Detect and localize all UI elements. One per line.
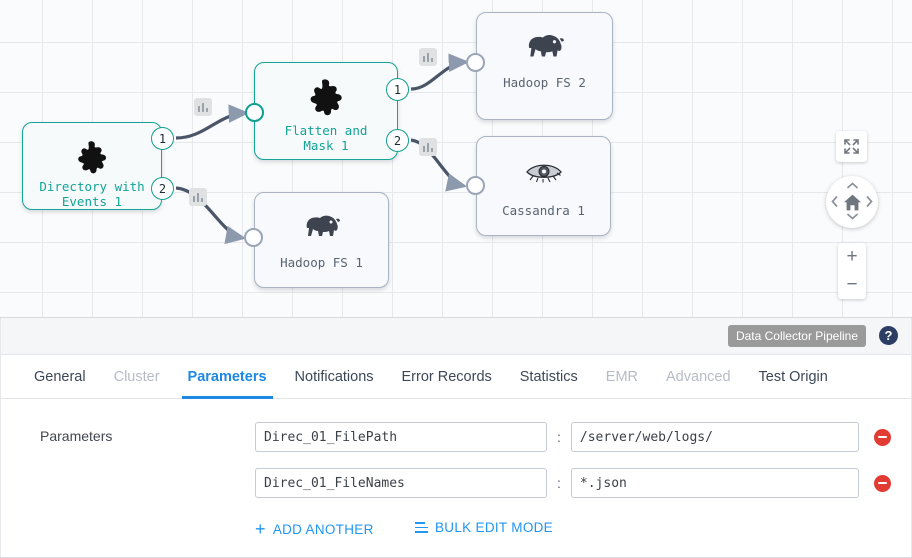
output-port-1[interactable]: 1 bbox=[151, 127, 174, 150]
help-icon[interactable]: ? bbox=[879, 326, 898, 345]
parameters-section-label: Parameters bbox=[40, 428, 113, 444]
node-label: Cassandra 1 bbox=[502, 203, 585, 218]
pipeline-toolbar-strip: Data Collector Pipeline ? bbox=[0, 318, 912, 355]
pipeline-node-directory-with-events-1[interactable]: Directory with Events 1 bbox=[22, 122, 162, 210]
key-value-separator: : bbox=[557, 429, 561, 445]
bar-chart-icon[interactable] bbox=[419, 138, 437, 156]
elephant-icon bbox=[524, 27, 566, 67]
zoom-controls[interactable]: + − bbox=[838, 243, 866, 299]
remove-parameter-button[interactable] bbox=[873, 474, 891, 492]
output-port-2[interactable]: 2 bbox=[386, 129, 409, 152]
tab-advanced: Advanced bbox=[666, 368, 731, 385]
pipeline-node-hadoop-fs-1[interactable]: Hadoop FS 1 bbox=[254, 192, 389, 288]
output-port-2[interactable]: 2 bbox=[151, 177, 174, 200]
zoom-out-button[interactable]: − bbox=[846, 274, 858, 295]
eye-icon bbox=[524, 151, 564, 191]
parameter-value-input[interactable] bbox=[570, 468, 859, 498]
tab-general[interactable]: General bbox=[34, 368, 86, 385]
tab-emr: EMR bbox=[605, 368, 639, 385]
puzzle-piece-icon bbox=[75, 137, 109, 177]
plus-icon: + bbox=[255, 519, 266, 539]
tab-notifications[interactable]: Notifications bbox=[294, 368, 374, 385]
pan-left-icon[interactable] bbox=[831, 196, 838, 210]
node-label: Flatten and Mask 1 bbox=[284, 123, 368, 153]
remove-parameter-button[interactable] bbox=[873, 428, 891, 446]
input-port[interactable] bbox=[466, 53, 485, 72]
elephant-icon bbox=[302, 207, 342, 247]
input-port[interactable] bbox=[244, 228, 263, 247]
bulk-edit-label: BULK EDIT MODE bbox=[435, 520, 553, 535]
parameter-key-input[interactable] bbox=[255, 468, 547, 498]
pipeline-node-cassandra-1[interactable]: Cassandra 1 bbox=[476, 136, 611, 236]
parameter-value-input[interactable] bbox=[570, 422, 859, 452]
input-port[interactable] bbox=[245, 103, 264, 122]
pipeline-node-flatten-and-mask-1[interactable]: Flatten and Mask 1 bbox=[254, 62, 398, 160]
zoom-in-button[interactable]: + bbox=[846, 246, 858, 267]
node-label: Hadoop FS 1 bbox=[280, 255, 363, 270]
tab-statistics[interactable]: Statistics bbox=[519, 368, 578, 385]
pipeline-node-hadoop-fs-2[interactable]: Hadoop FS 2 bbox=[476, 12, 613, 120]
parameters-form: Parameters : : + ADD ANOTHER BULK EDIT M… bbox=[0, 400, 912, 558]
pipeline-type-tooltip: Data Collector Pipeline bbox=[727, 325, 866, 347]
pan-right-icon[interactable] bbox=[866, 196, 873, 210]
bar-chart-icon[interactable] bbox=[189, 188, 207, 206]
puzzle-piece-icon bbox=[307, 77, 345, 117]
pan-down-icon[interactable] bbox=[847, 212, 858, 223]
pipeline-canvas[interactable]: Directory with Events 1 1 2 Flatten and … bbox=[0, 0, 912, 318]
node-label: Directory with Events 1 bbox=[39, 179, 145, 209]
parameter-row: : bbox=[255, 468, 891, 498]
pan-up-icon[interactable] bbox=[847, 181, 858, 192]
connection-wires bbox=[175, 53, 470, 245]
home-icon[interactable] bbox=[843, 193, 862, 217]
fit-to-screen-icon[interactable] bbox=[836, 131, 867, 162]
tab-test-origin[interactable]: Test Origin bbox=[758, 368, 828, 385]
panel-left-border bbox=[0, 318, 1, 558]
node-label: Hadoop FS 2 bbox=[503, 75, 586, 90]
canvas-divider bbox=[0, 317, 912, 318]
bar-chart-icon[interactable] bbox=[419, 48, 437, 66]
tab-parameters[interactable]: Parameters bbox=[174, 355, 281, 399]
list-icon bbox=[415, 522, 428, 533]
bar-chart-icon[interactable] bbox=[194, 98, 212, 116]
add-another-button[interactable]: + ADD ANOTHER bbox=[255, 520, 374, 538]
output-port-1[interactable]: 1 bbox=[386, 78, 409, 101]
pan-dial[interactable] bbox=[826, 176, 878, 228]
parameter-key-input[interactable] bbox=[255, 422, 547, 452]
tab-error-records[interactable]: Error Records bbox=[401, 368, 492, 385]
key-value-separator: : bbox=[557, 475, 561, 491]
bulk-edit-mode-button[interactable]: BULK EDIT MODE bbox=[415, 520, 553, 535]
config-tab-bar: General Cluster Parameters Notifications… bbox=[0, 355, 912, 399]
input-port[interactable] bbox=[466, 176, 485, 195]
add-another-label: ADD ANOTHER bbox=[272, 521, 374, 537]
parameter-row: : bbox=[255, 422, 891, 452]
tab-cluster: Cluster bbox=[113, 368, 160, 385]
